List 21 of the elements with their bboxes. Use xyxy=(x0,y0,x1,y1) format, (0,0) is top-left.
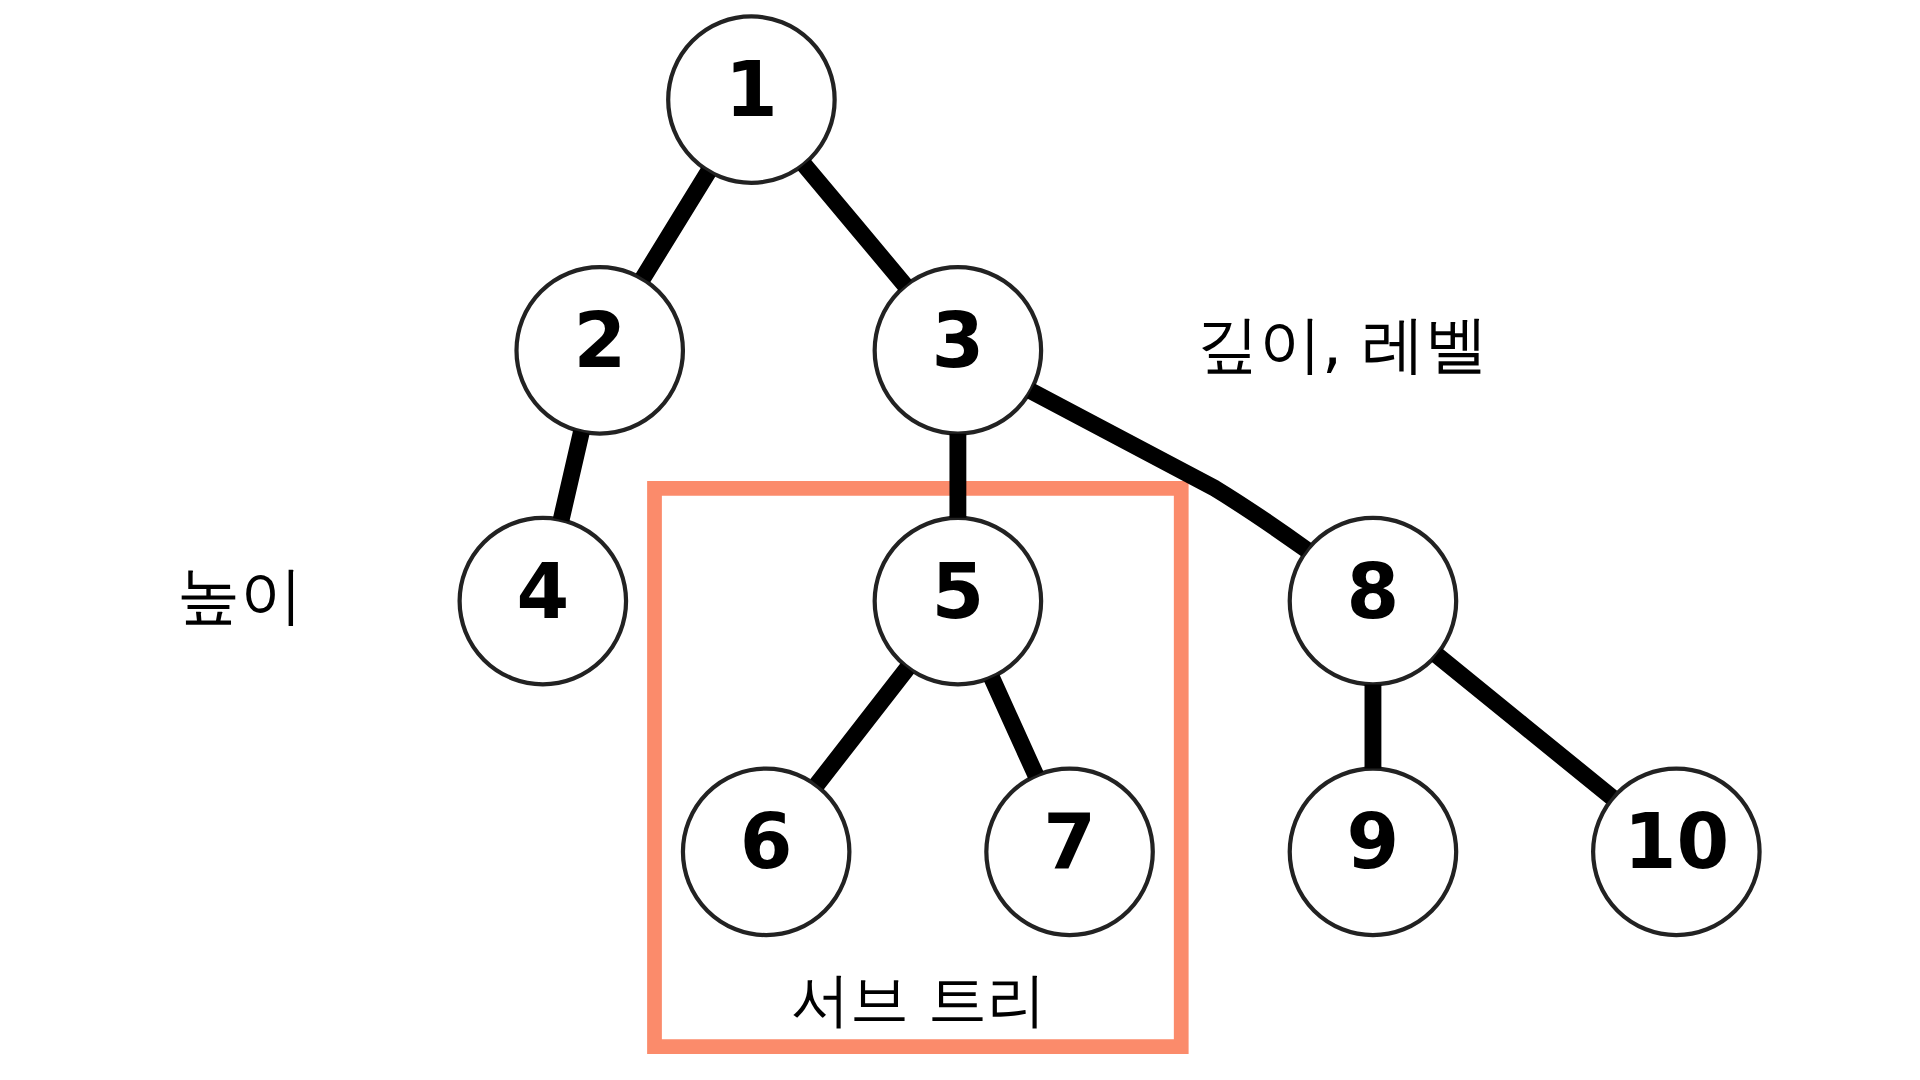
label: 높이 xyxy=(177,557,304,632)
node-circle: 7 xyxy=(984,766,1155,938)
node-circle: 8 xyxy=(1287,515,1459,687)
connector xyxy=(552,429,590,522)
connector xyxy=(797,159,912,291)
node-circle: 6 xyxy=(680,766,852,938)
node-circle: 2 xyxy=(514,265,686,436)
node-circle: 1 xyxy=(666,14,837,185)
connector xyxy=(635,167,716,283)
connector xyxy=(1431,648,1618,804)
node-circle: 9 xyxy=(1287,766,1459,938)
node-circle: 4 xyxy=(457,515,629,687)
node-circle: 10 xyxy=(1591,766,1762,938)
connector xyxy=(1026,383,1312,557)
node-circle: 3 xyxy=(872,265,1044,436)
connector xyxy=(1364,684,1382,769)
connector xyxy=(984,674,1044,779)
label: 깊이, 레벨 xyxy=(1195,307,1489,382)
connector xyxy=(949,433,967,518)
node-circle: 5 xyxy=(872,515,1044,687)
connector xyxy=(810,662,915,790)
